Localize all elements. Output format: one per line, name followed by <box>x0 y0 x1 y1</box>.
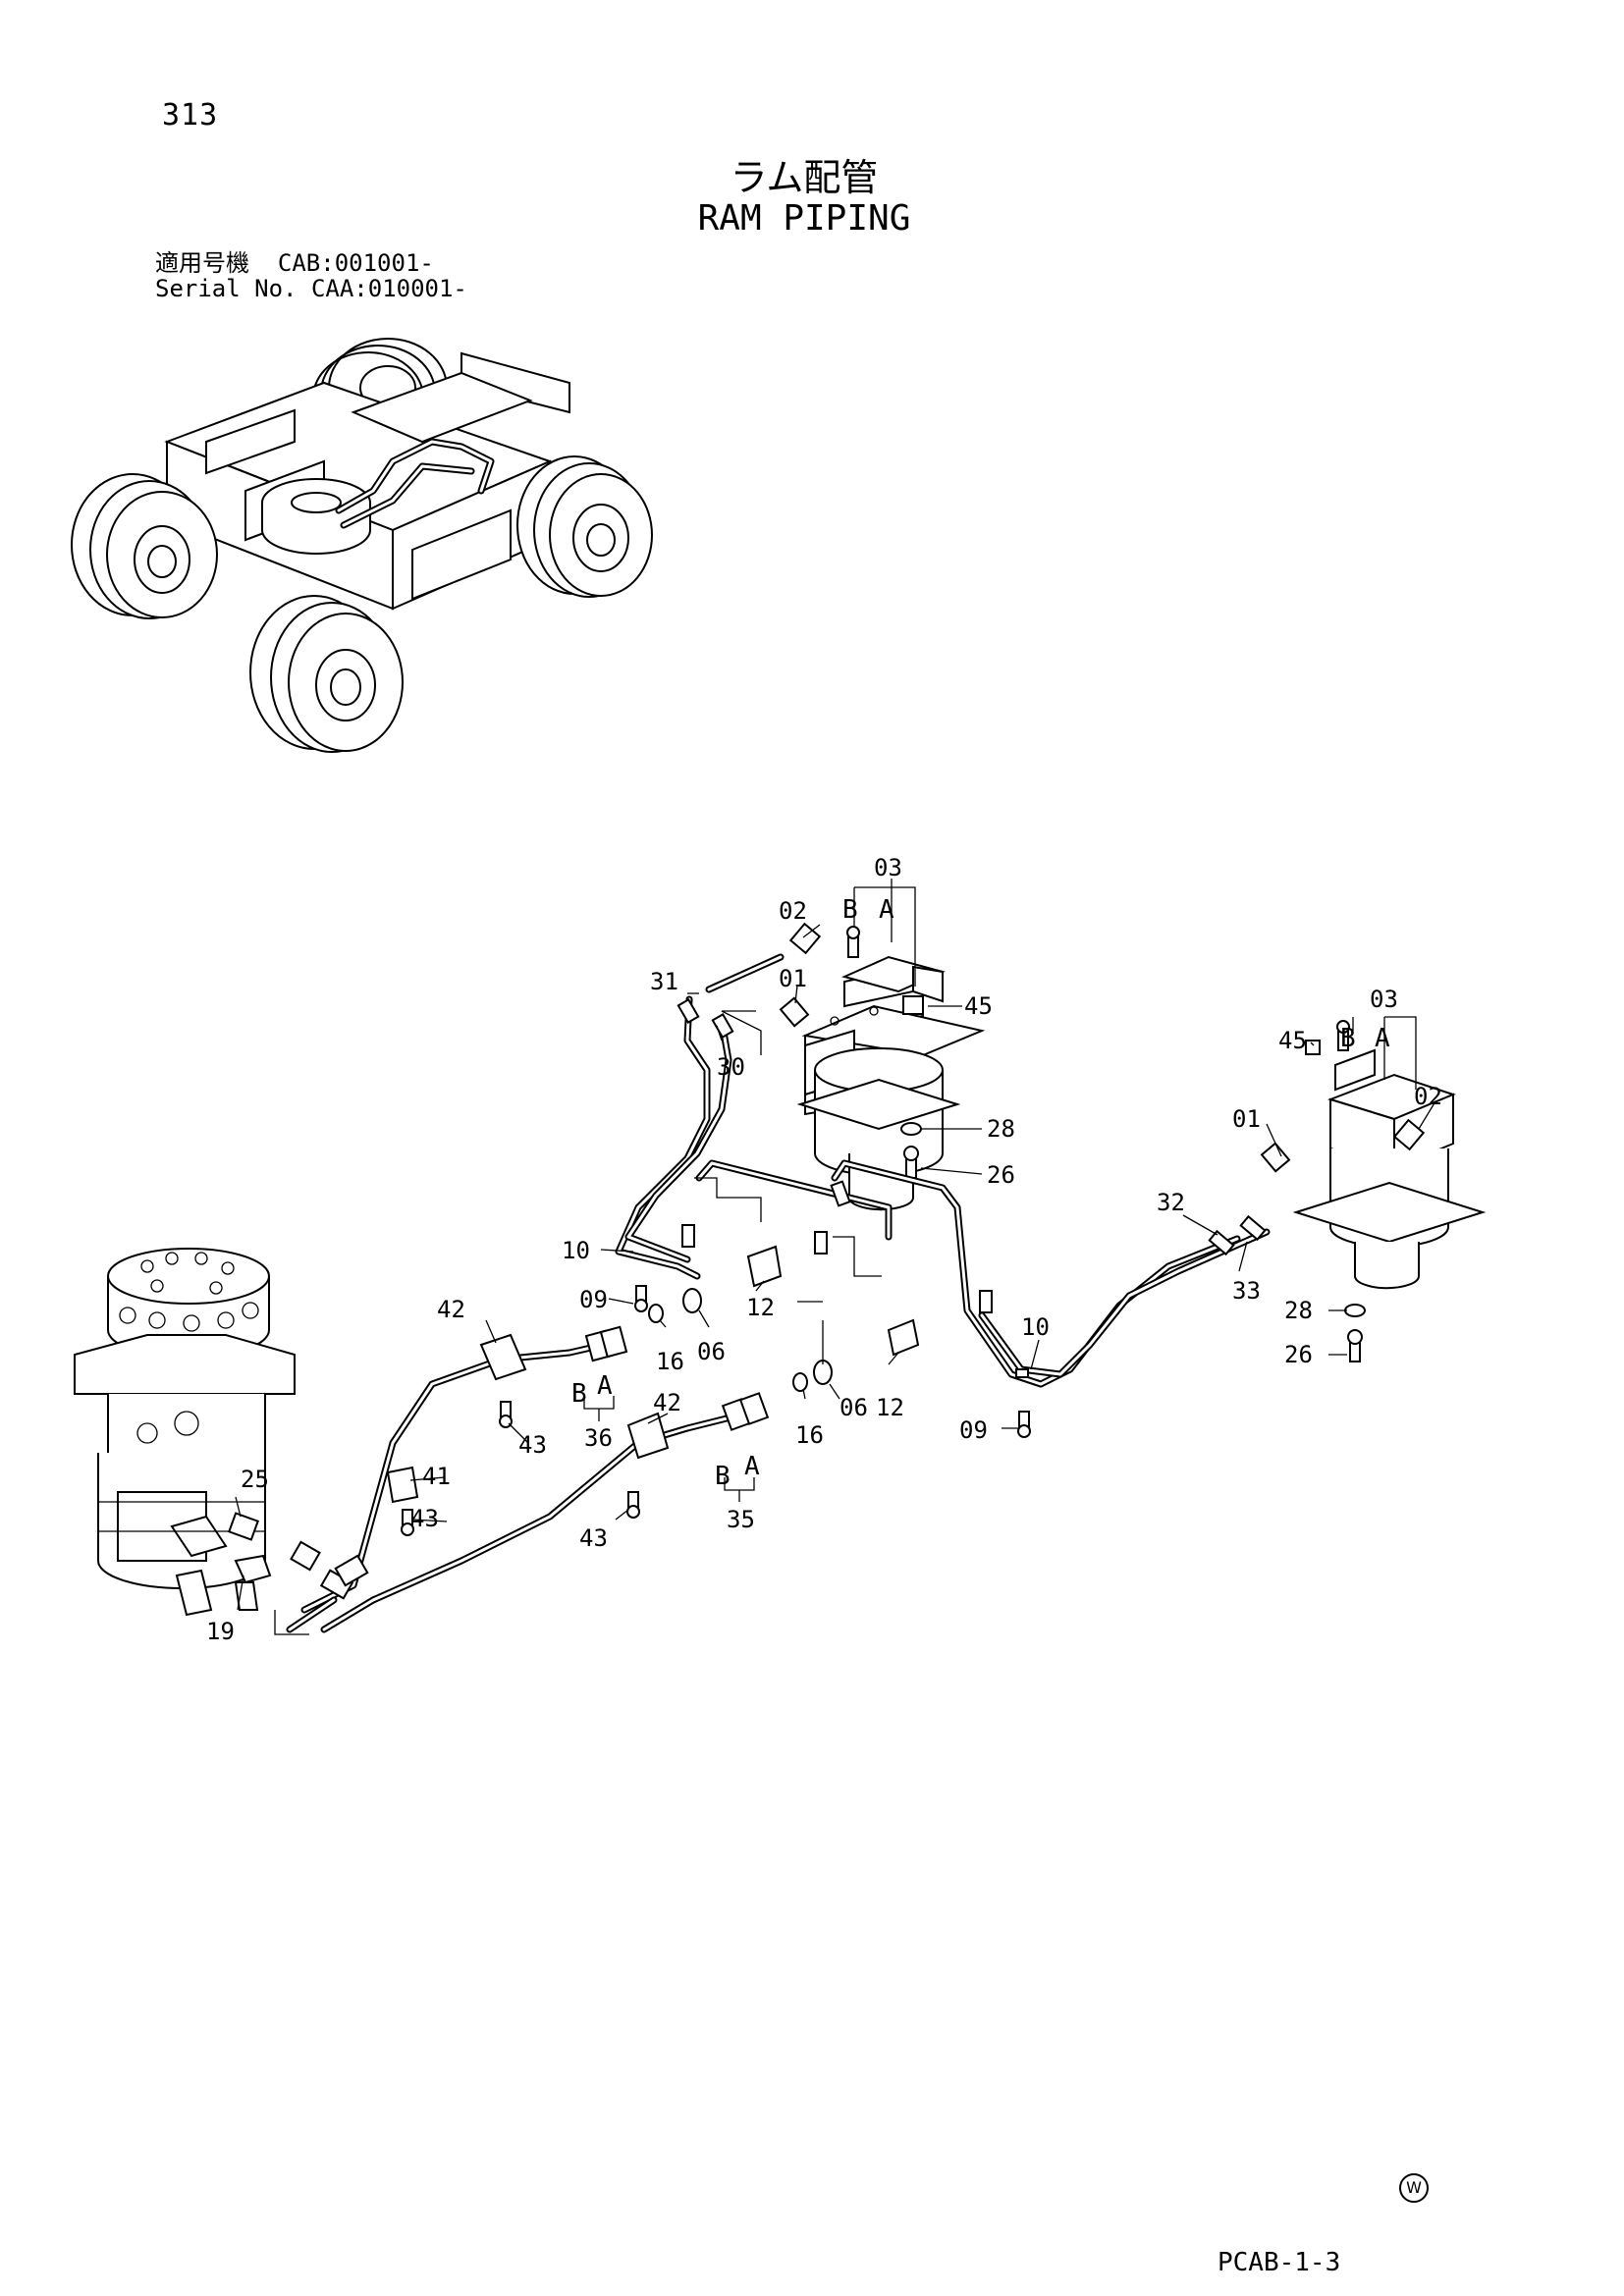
callout-12: 12 <box>746 1294 775 1321</box>
callout-43: 43 <box>579 1524 608 1552</box>
callout-42: 42 <box>437 1296 465 1323</box>
callout-45: 45 <box>964 992 993 1020</box>
callout-numbers: 03 03 02 02 01 01 45 45 31 30 28 28 26 2… <box>206 854 1442 1645</box>
callout-45: 45 <box>1278 1027 1307 1054</box>
port-a: A <box>744 1452 760 1481</box>
page-title-english: RAM PIPING <box>697 198 911 239</box>
callout-06: 06 <box>697 1338 726 1365</box>
ram-cylinder-right <box>1260 1020 1487 1362</box>
page-title-japanese: ラム配管 <box>730 156 879 199</box>
port-b: B <box>715 1462 731 1491</box>
callout-03: 03 <box>1370 986 1398 1013</box>
callout-10: 10 <box>1021 1313 1050 1341</box>
callout-01: 01 <box>779 965 807 992</box>
w-mark-icon: W <box>1399 2173 1429 2203</box>
callout-16: 16 <box>656 1348 684 1375</box>
leader-lines <box>235 879 1436 1611</box>
callout-16: 16 <box>795 1421 824 1449</box>
port-b: B <box>571 1379 587 1409</box>
callout-12: 12 <box>876 1394 904 1421</box>
callout-26: 26 <box>987 1161 1015 1189</box>
callout-01: 01 <box>1232 1105 1261 1133</box>
callout-09: 09 <box>579 1286 608 1313</box>
callout-06: 06 <box>839 1394 868 1421</box>
serial-info: 適用号機 CAB:001001- Serial No. CAA:010001- <box>155 250 467 301</box>
callout-02: 02 <box>779 897 807 925</box>
callout-25: 25 <box>241 1466 269 1493</box>
callout-10: 10 <box>562 1237 590 1264</box>
vehicle-overview-illustration <box>71 338 653 753</box>
callout-35: 35 <box>727 1506 755 1533</box>
callout-31: 31 <box>650 968 678 995</box>
page-code: PCAB-1-3 <box>1218 2248 1341 2277</box>
port-b: B <box>1340 1024 1356 1053</box>
callout-42: 42 <box>653 1389 681 1416</box>
ram-cylinder-upper <box>779 922 986 1211</box>
port-b: B <box>842 895 858 925</box>
callout-28: 28 <box>987 1115 1015 1143</box>
callout-02: 02 <box>1414 1083 1442 1110</box>
callout-43: 43 <box>518 1431 547 1459</box>
hose-runs <box>274 1325 770 1635</box>
callout-19: 19 <box>206 1618 235 1645</box>
port-letters: B A B A B A B A <box>571 895 1390 1491</box>
callout-09: 09 <box>959 1416 988 1444</box>
callout-28: 28 <box>1284 1297 1313 1324</box>
serial-line-2: Serial No. CAA:010001- <box>155 275 467 302</box>
callout-33: 33 <box>1232 1277 1261 1305</box>
page-number: 313 <box>162 98 219 133</box>
callout-36: 36 <box>584 1424 613 1452</box>
callout-30: 30 <box>717 1053 745 1081</box>
swivel-joint <box>74 1248 296 1617</box>
steel-tubes <box>615 953 1271 1438</box>
port-a: A <box>1375 1024 1390 1053</box>
callout-41: 41 <box>422 1463 451 1490</box>
port-a: A <box>597 1371 613 1401</box>
callout-43: 43 <box>410 1505 439 1532</box>
serial-line-1: 適用号機 CAB:001001- <box>155 249 434 277</box>
callout-32: 32 <box>1157 1189 1185 1216</box>
port-a: A <box>879 895 894 925</box>
callout-26: 26 <box>1284 1341 1313 1368</box>
callout-03: 03 <box>874 854 902 881</box>
